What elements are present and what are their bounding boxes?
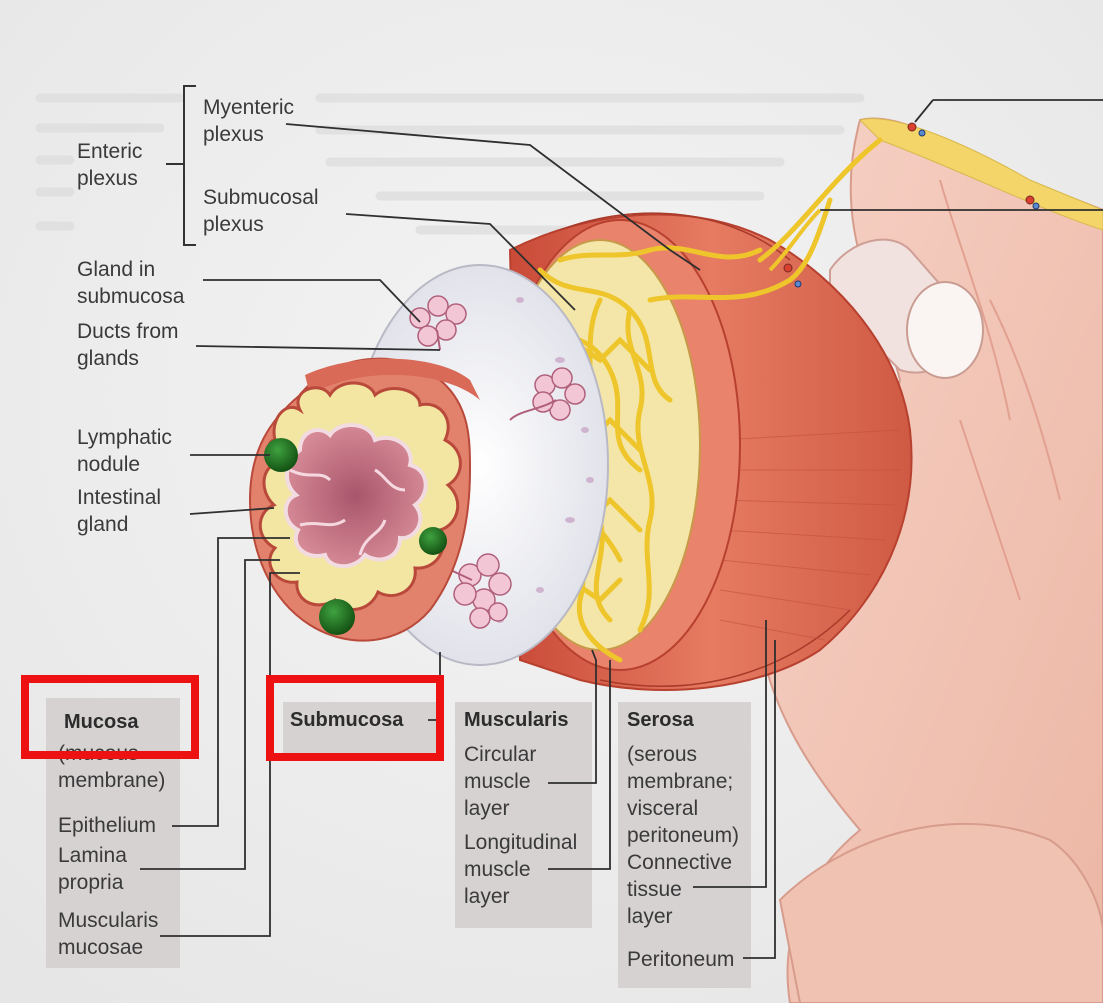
label-longitudinal-muscle-layer: Longitudinal muscle layer	[464, 829, 577, 910]
label-connective-tissue-layer: Connective tissue layer	[627, 849, 732, 930]
highlight-box-mucosa	[21, 675, 199, 759]
label-lamina-propria: Lamina propria	[58, 842, 127, 896]
label-lymphatic-nodule: Lymphatic nodule	[77, 424, 172, 478]
heading-muscularis: Muscularis	[464, 707, 568, 734]
label-circular-muscle-layer: Circular muscle layer	[464, 741, 536, 822]
label-submucosal-plexus: Submucosal plexus	[203, 184, 319, 238]
highlight-box-submucosa	[266, 675, 444, 761]
label-enteric-plexus: Enteric plexus	[77, 138, 142, 192]
label-intestinal-gland: Intestinal gland	[77, 484, 161, 538]
lymphatic-nodule	[319, 599, 355, 635]
label-peritoneum: Peritoneum	[627, 946, 734, 973]
label-ducts-from-glands: Ducts from glands	[77, 318, 179, 372]
heading-serosa: Serosa	[627, 707, 694, 734]
label-muscularis-mucosae: Muscularis mucosae	[58, 907, 158, 961]
lymphatic-nodule	[419, 527, 447, 555]
label-serous-membrane: (serous membrane; visceral peritoneum)	[627, 741, 739, 849]
label-epithelium: Epithelium	[58, 812, 156, 839]
label-myenteric-plexus: Myenteric plexus	[203, 94, 294, 148]
label-gland-in-submucosa: Gland in submucosa	[77, 256, 184, 310]
